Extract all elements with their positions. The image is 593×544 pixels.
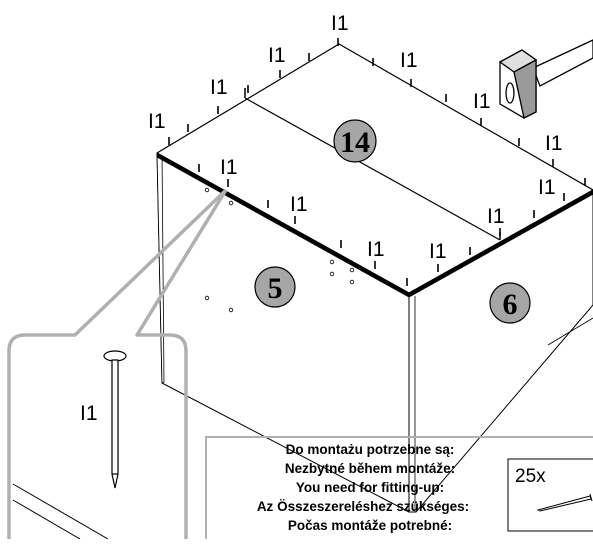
hammer-icon bbox=[498, 39, 593, 119]
part-number-side: 6 bbox=[503, 288, 518, 321]
nail-label: I1 bbox=[429, 240, 447, 263]
zoom-panel-edge bbox=[12, 483, 109, 540]
top-panel-seam bbox=[244, 97, 501, 241]
nail-label: I1 bbox=[400, 49, 418, 72]
nail-label: I1 bbox=[538, 176, 556, 199]
requirement-line-sk: Počas montáže potrebné: bbox=[288, 518, 452, 533]
nail-label: I1 bbox=[290, 193, 308, 216]
nail-label: I1 bbox=[210, 76, 228, 99]
nail-label: I1 bbox=[487, 205, 505, 228]
nail-label: I1 bbox=[473, 90, 491, 113]
quantity-box bbox=[507, 458, 593, 532]
part-badge-5: 5 bbox=[254, 266, 296, 308]
nail-label: I1 bbox=[367, 238, 385, 261]
part-badge-14: 14 bbox=[333, 119, 377, 163]
requirement-line-hu: Az Összeszereléshez szükséges: bbox=[257, 499, 469, 514]
front-panel-holes bbox=[204, 187, 355, 313]
nails bbox=[168, 38, 586, 286]
nail-label: I1 bbox=[220, 156, 238, 179]
nail-label: I1 bbox=[148, 110, 166, 133]
requirement-line-cz: Nezbytné během montáže: bbox=[285, 461, 455, 476]
requirements-panel: Do montażu potrzebne są: Nezbytné během … bbox=[205, 436, 593, 539]
side-bottom-line bbox=[547, 317, 593, 346]
small-nail-icon bbox=[536, 493, 593, 512]
requirement-line-pl: Do montażu potrzebne są: bbox=[286, 442, 455, 457]
nail-label: I1 bbox=[331, 12, 349, 35]
nail-label: I1 bbox=[545, 132, 563, 155]
part-number-top: 14 bbox=[340, 126, 370, 159]
nail-labels: I1 I1 I1 I1 I1 I1 I1 I1 I1 I1 I1 I1 I1 bbox=[148, 12, 563, 263]
box-drawing bbox=[156, 43, 593, 513]
nail-icon bbox=[103, 350, 127, 489]
requirement-line-en: You need for fitting-up: bbox=[296, 480, 444, 495]
nail-quantity: 25x bbox=[515, 466, 546, 487]
zoom-nail-label: I1 bbox=[80, 402, 98, 425]
zoom-callout bbox=[7, 188, 228, 539]
part-badge-6: 6 bbox=[489, 282, 531, 324]
part-number-front: 5 bbox=[268, 272, 283, 305]
nail-label: I1 bbox=[268, 44, 286, 67]
top-right-edge bbox=[408, 189, 593, 298]
